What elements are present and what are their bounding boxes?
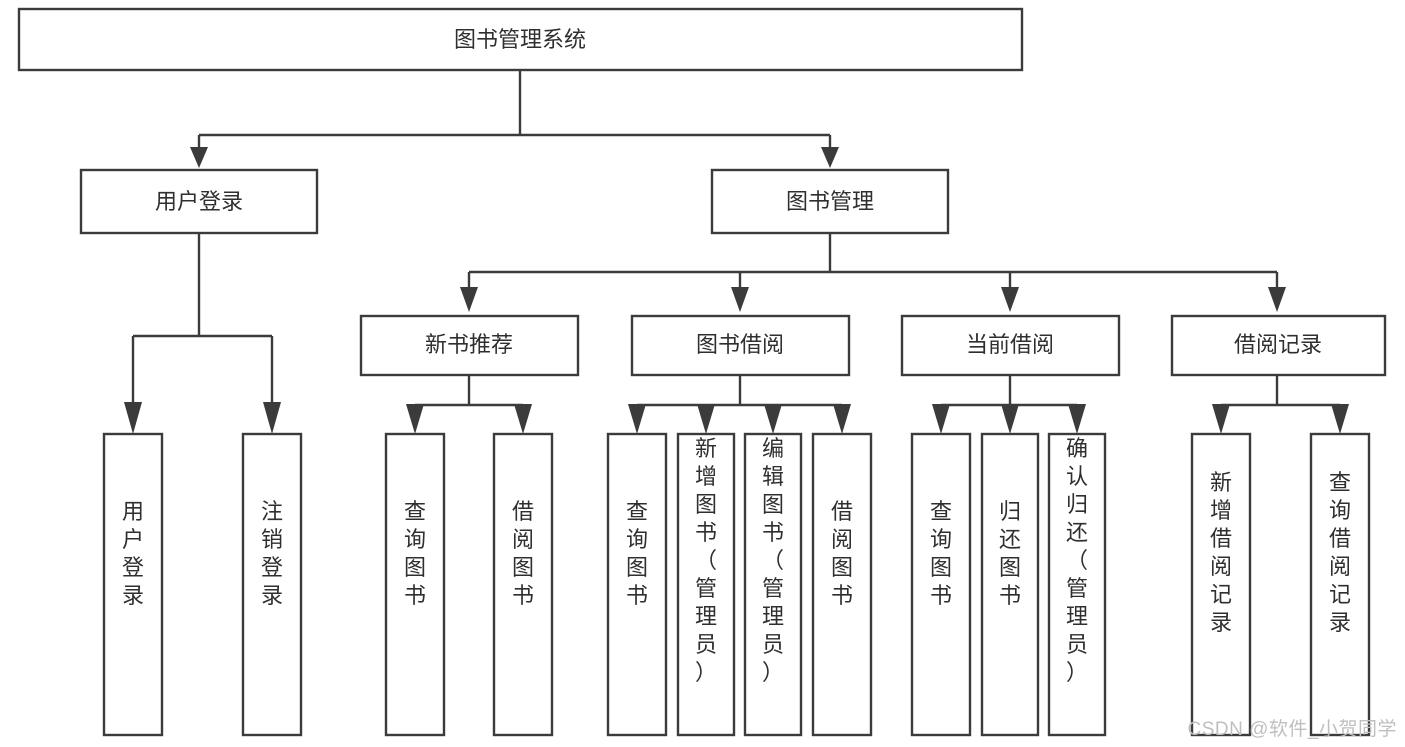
node-user-login-box[interactable]: [79, 168, 319, 235]
node-book-management-box[interactable]: [710, 168, 950, 235]
node-book-management[interactable]: 图书管理: [710, 168, 950, 235]
node-book-borrow[interactable]: 图书借阅: [630, 314, 851, 377]
node-current-borrow-box[interactable]: [900, 314, 1121, 377]
node-leaf-borrow-book-2-box[interactable]: [811, 432, 873, 737]
arrow-head-current-borrow: [1001, 287, 1019, 312]
arrow-head-leaf-query-record: [1331, 404, 1349, 434]
arrow-head-borrow-record: [1268, 287, 1286, 312]
node-borrow-record-box[interactable]: [1170, 314, 1387, 377]
node-leaf-confirm-return[interactable]: 确认归还（管理员）: [1047, 432, 1107, 737]
arrow-head-leaf-borrow-book-1: [514, 404, 532, 434]
node-leaf-add-record-box[interactable]: [1190, 432, 1252, 737]
arrow-head-book-borrow: [731, 287, 749, 312]
node-leaf-user-login[interactable]: 用户登录: [102, 432, 164, 737]
node-leaf-query-book-2[interactable]: 查询图书: [606, 432, 668, 737]
node-current-borrow-label: 当前借阅: [966, 332, 1054, 357]
node-leaf-borrow-book-1-box[interactable]: [492, 432, 554, 737]
node-leaf-borrow-book-2-label: 借阅图书: [831, 499, 853, 608]
node-leaf-query-book-3[interactable]: 查询图书: [910, 432, 972, 737]
node-new-book-recommend[interactable]: 新书推荐: [359, 314, 580, 377]
node-book-borrow-label: 图书借阅: [696, 332, 784, 357]
node-root-label: 图书管理系统: [454, 27, 586, 52]
node-leaf-return-book-box[interactable]: [980, 432, 1040, 737]
arrow-head-user-login: [190, 147, 208, 168]
arrow-head-book-management: [821, 147, 839, 168]
node-leaf-borrow-book-1-label: 借阅图书: [512, 499, 534, 608]
connector-group-book-management: [460, 233, 1286, 312]
node-leaf-query-record-box[interactable]: [1309, 432, 1371, 737]
node-leaf-query-book-2-label: 查询图书: [626, 499, 648, 608]
node-borrow-record[interactable]: 借阅记录: [1170, 314, 1387, 377]
node-user-login-label: 用户登录: [155, 189, 243, 214]
arrow-head-leaf-user-login: [124, 402, 142, 434]
node-current-borrow[interactable]: 当前借阅: [900, 314, 1121, 377]
node-root-box[interactable]: [17, 7, 1024, 72]
node-leaf-add-record-label: 新增借阅记录: [1210, 470, 1232, 635]
csdn-watermark: CSDN @软件_小贺同学: [1187, 719, 1397, 740]
node-borrow-record-label: 借阅记录: [1234, 332, 1322, 357]
node-leaf-user-login-box[interactable]: [102, 432, 164, 737]
arrow-head-leaf-confirm-return: [1068, 404, 1086, 434]
arrow-head-leaf-add-book: [697, 404, 715, 434]
arrow-head-leaf-query-book-3: [932, 404, 950, 434]
node-leaf-query-book-1-box[interactable]: [384, 432, 446, 737]
connector-group-current-borrow: [932, 375, 1086, 434]
node-leaf-add-book-box[interactable]: [676, 432, 736, 737]
node-leaf-query-book-1-label: 查询图书: [404, 499, 426, 608]
node-leaf-return-book[interactable]: 归还图书: [980, 432, 1040, 737]
node-user-login[interactable]: 用户登录: [79, 168, 319, 235]
node-leaf-query-record[interactable]: 查询借阅记录: [1309, 432, 1371, 737]
connector-group-book-borrow: [628, 375, 851, 434]
node-leaf-user-login-label: 用户登录: [122, 499, 144, 608]
node-leaf-edit-book-label: 编辑图书（管理员）: [762, 436, 784, 685]
node-leaf-query-book-1[interactable]: 查询图书: [384, 432, 446, 737]
arrow-head-leaf-logout-login: [263, 402, 281, 434]
node-leaf-borrow-book-2[interactable]: 借阅图书: [811, 432, 873, 737]
node-leaf-query-book-2-box[interactable]: [606, 432, 668, 737]
node-leaf-logout-login-box[interactable]: [241, 432, 303, 737]
node-book-management-label: 图书管理: [786, 189, 874, 214]
arrow-head-leaf-borrow-book-2: [833, 404, 851, 434]
node-root[interactable]: 图书管理系统: [17, 7, 1024, 72]
node-leaf-borrow-book-1[interactable]: 借阅图书: [492, 432, 554, 737]
node-leaf-add-record[interactable]: 新增借阅记录: [1190, 432, 1252, 737]
connector-group-root: [190, 70, 839, 168]
arrow-head-leaf-query-book-2: [628, 404, 646, 434]
node-new-book-recommend-box[interactable]: [359, 314, 580, 377]
arrow-head-leaf-add-record: [1212, 404, 1230, 434]
node-leaf-query-book-3-label: 查询图书: [930, 499, 952, 608]
arrow-head-leaf-query-book-1: [406, 404, 424, 434]
node-book-borrow-box[interactable]: [630, 314, 851, 377]
node-leaf-add-book-label: 新增图书（管理员）: [695, 436, 717, 685]
arrow-head-new-book-recommend: [460, 287, 478, 312]
connector-group-user-login: [124, 233, 281, 434]
node-leaf-query-record-label: 查询借阅记录: [1329, 470, 1351, 635]
connector-group-borrow-record: [1212, 375, 1349, 434]
node-leaf-edit-book-box[interactable]: [743, 432, 803, 737]
node-leaf-confirm-return-box[interactable]: [1047, 432, 1107, 737]
connector-group-new-book-recommend: [406, 375, 532, 434]
node-new-book-recommend-label: 新书推荐: [425, 332, 513, 357]
arrow-head-leaf-return-book: [1001, 404, 1019, 434]
node-leaf-return-book-label: 归还图书: [999, 499, 1021, 608]
node-leaf-logout-login[interactable]: 注销登录: [241, 432, 303, 737]
node-leaf-edit-book[interactable]: 编辑图书（管理员）: [743, 432, 803, 737]
node-leaf-query-book-3-box[interactable]: [910, 432, 972, 737]
node-leaf-add-book[interactable]: 新增图书（管理员）: [676, 432, 736, 737]
node-leaf-logout-login-label: 注销登录: [261, 499, 283, 608]
node-leaf-confirm-return-label: 确认归还（管理员）: [1066, 436, 1088, 685]
arrow-head-leaf-edit-book: [764, 404, 782, 434]
